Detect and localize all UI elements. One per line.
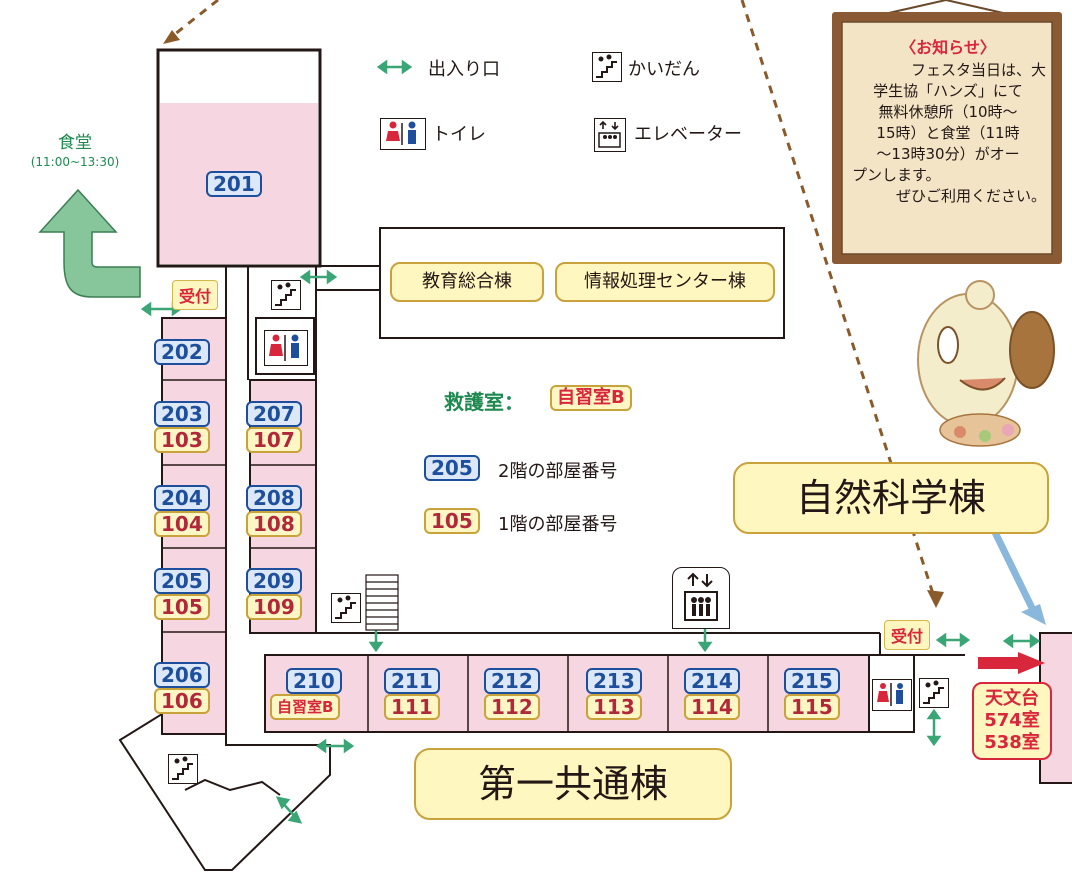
common-building-rooms	[264, 654, 870, 733]
room-209[interactable]: 209	[246, 568, 302, 594]
room-111[interactable]: 111	[384, 694, 440, 720]
room-211[interactable]: 211	[384, 668, 440, 694]
room-210-study-b[interactable]: 自習室B	[270, 694, 341, 720]
toilet-icon	[872, 679, 912, 711]
room-201[interactable]: 201	[206, 171, 262, 197]
room-105[interactable]: 105	[154, 594, 210, 620]
toilet-icon	[264, 330, 308, 366]
key-floor2-text: 2階の部屋番号	[498, 461, 618, 482]
legend-toilet-label: トイレ	[432, 124, 486, 145]
room-107[interactable]: 107	[246, 427, 302, 453]
notice-title: 〈お知らせ〉	[900, 38, 996, 57]
room-106[interactable]: 106	[154, 688, 210, 714]
room-109[interactable]: 109	[246, 594, 302, 620]
legend-elevator-label: エレベーター	[634, 124, 742, 145]
room-114[interactable]: 114	[684, 694, 740, 720]
elevator-icon	[594, 118, 626, 152]
observatory-room-1: 574室	[984, 710, 1040, 731]
stairs-block	[365, 574, 399, 631]
room-115[interactable]: 115	[784, 694, 840, 720]
legend-entrance-label: 出入り口	[428, 59, 500, 80]
stairs-icon	[331, 593, 361, 623]
room-103[interactable]: 103	[154, 427, 210, 453]
path-dashed-arrowhead-2	[927, 590, 944, 608]
room-213[interactable]: 213	[586, 668, 642, 694]
first-aid-label: 救護室：	[444, 390, 524, 414]
reception-label-east: 受付	[884, 620, 931, 650]
cafeteria-arrow	[38, 188, 141, 298]
notice-line: ～13時30分）がオー	[876, 145, 1020, 163]
room-214[interactable]: 214	[684, 668, 740, 694]
room-112[interactable]: 112	[484, 694, 540, 720]
notice-line: 無料休憩所（10時～	[878, 103, 1018, 121]
room-207[interactable]: 207	[246, 401, 302, 427]
stairs-icon	[919, 678, 949, 708]
notice-line: 15時）と食堂（11時	[876, 124, 1020, 142]
room-203[interactable]: 203	[154, 401, 210, 427]
first-aid-room[interactable]: 自習室B	[550, 385, 632, 411]
key-floor2-sample: 205	[424, 455, 480, 481]
notice-line: 学生協「ハンズ」にて	[873, 82, 1023, 100]
cafeteria-name: 食堂	[58, 133, 92, 153]
room-210[interactable]: 210	[286, 668, 342, 694]
notice-board-frame	[832, 0, 1062, 264]
notice-board: 〈お知らせ〉 フェスタ当日は、大 学生協「ハンズ」にて 無料休憩所（10時～ 1…	[846, 34, 1050, 207]
building-education[interactable]: 教育総合棟	[390, 262, 544, 302]
building-science[interactable]: 自然科学棟	[733, 462, 1049, 534]
room-206[interactable]: 206	[154, 662, 210, 688]
reception-label-west: 受付	[172, 280, 219, 310]
stairs-icon	[168, 754, 198, 784]
notice-line: プンします。	[852, 166, 941, 184]
cafeteria-hours: (11:00~13:30)	[30, 155, 120, 169]
key-floor1-text: 1階の部屋番号	[498, 514, 618, 535]
south-angled-wing	[118, 712, 331, 871]
building-infocenter[interactable]: 情報処理センター棟	[555, 262, 775, 302]
path-dashed-arrowhead	[163, 30, 180, 44]
room-212[interactable]: 212	[484, 668, 540, 694]
key-floor1-sample: 105	[424, 508, 480, 534]
notice-line: フェスタ当日は、大	[910, 61, 1046, 79]
room-208[interactable]: 208	[246, 485, 302, 511]
room-113[interactable]: 113	[586, 694, 642, 720]
building-common[interactable]: 第一共通棟	[414, 748, 732, 820]
room-104[interactable]: 104	[154, 511, 210, 537]
room-202[interactable]: 202	[154, 339, 210, 365]
mascot-illustration	[917, 280, 1055, 447]
room-108[interactable]: 108	[246, 511, 302, 537]
toilet-icon	[380, 118, 426, 150]
room-204[interactable]: 204	[154, 485, 210, 511]
stairs-icon	[592, 52, 622, 82]
room-205[interactable]: 205	[154, 568, 210, 594]
notice-line: ぜひご利用ください。	[895, 187, 1046, 205]
room-215[interactable]: 215	[784, 668, 840, 694]
legend-stairs-label: かいだん	[628, 59, 700, 80]
cafeteria-label[interactable]: 食堂 (11:00~13:30)	[0, 128, 150, 169]
observatory-name: 天文台	[985, 688, 1039, 709]
observatory-room-2: 538室	[984, 732, 1040, 753]
path-to-cafeteria-dashed	[169, 0, 219, 40]
observatory-label[interactable]: 天文台 574室 538室	[972, 682, 1052, 760]
stairs-icon	[271, 280, 301, 310]
elevator-icon	[672, 567, 730, 629]
